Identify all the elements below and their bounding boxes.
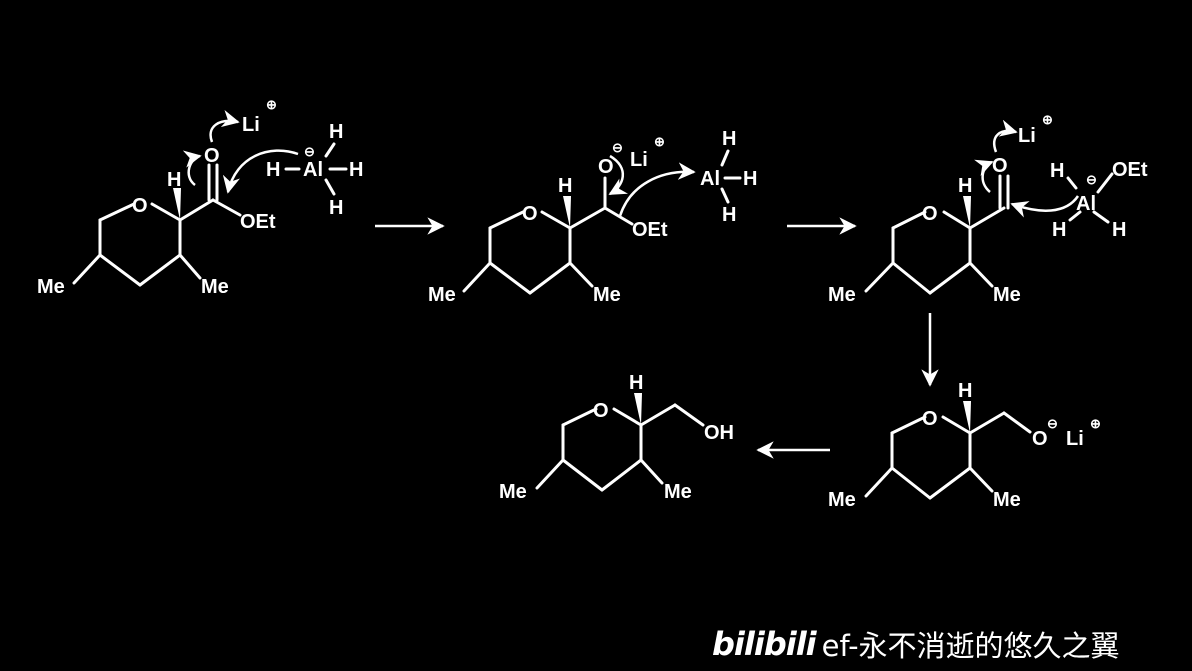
atom-O-alkoxide: O xyxy=(1032,428,1048,450)
al-bonds xyxy=(1066,172,1114,224)
atom-Al: Al xyxy=(303,159,323,181)
atom-Li: Li xyxy=(630,149,648,171)
ring-bonds xyxy=(535,403,705,492)
atom-O-alkoxide: O xyxy=(598,156,614,178)
group-Me-left: Me xyxy=(37,276,65,298)
bilibili-watermark: bilibili ef-永不消逝的悠久之翼 xyxy=(712,622,1120,666)
stereo-wedge xyxy=(563,196,571,228)
hydride-H-topleft: H xyxy=(1050,160,1064,182)
atom-O-ring: O xyxy=(132,195,148,217)
curly-arrow-to-Al xyxy=(618,162,696,217)
hydride-H-top: H xyxy=(329,121,343,143)
ring-bonds xyxy=(72,163,242,287)
hydride-H-bottomright: H xyxy=(1112,219,1126,241)
curly-arrow-CO-to-O xyxy=(182,150,202,186)
curly-arrow-hydride xyxy=(222,149,299,194)
atom-H: H xyxy=(629,372,643,394)
group-Me-right: Me xyxy=(993,489,1021,511)
plus-charge: ⊕ xyxy=(654,134,665,149)
stereo-wedge xyxy=(963,196,971,228)
curly-arrow-collapse xyxy=(608,154,629,196)
structure-1-ester: O O H OEt Me Me Li ⊕ Al ⊖ H H H H xyxy=(37,97,363,298)
curly-arrow-O-to-Li xyxy=(209,110,240,143)
atom-H: H xyxy=(167,169,181,191)
hydride-H-bottomleft: H xyxy=(1052,219,1066,241)
hydride-H-top: H xyxy=(722,128,736,150)
atom-O-ring: O xyxy=(922,408,938,430)
plus-charge: ⊕ xyxy=(266,97,277,112)
uploader-name: ef-永不消逝的悠久之翼 xyxy=(821,629,1120,663)
group-Me-right: Me xyxy=(201,276,229,298)
group-Me-left: Me xyxy=(499,481,527,503)
group-Me-right: Me xyxy=(593,284,621,306)
group-Me-right: Me xyxy=(664,481,692,503)
group-Me-left: Me xyxy=(428,284,456,306)
atom-O-ring: O xyxy=(922,203,938,225)
atom-H: H xyxy=(958,175,972,197)
atom-H: H xyxy=(958,380,972,402)
atom-O-carbonyl: O xyxy=(204,145,220,167)
stereo-wedge xyxy=(634,393,642,425)
atom-Al: Al xyxy=(700,168,720,190)
structure-2-tetrahedral: O O ⊖ Li ⊕ H OEt Me Me Al H H H xyxy=(428,128,757,306)
group-OEt: OEt xyxy=(240,211,276,233)
minus-charge: ⊖ xyxy=(612,140,623,155)
group-OEt-on-Al: OEt xyxy=(1112,159,1148,181)
hydride-H-right: H xyxy=(349,159,363,181)
group-Me-left: Me xyxy=(828,284,856,306)
hydride-H-bottom: H xyxy=(722,204,736,226)
group-OH: OH xyxy=(704,422,734,444)
curly-arrow-CO-to-O xyxy=(974,159,994,193)
curly-arrow-hydride xyxy=(1010,195,1080,218)
al-h-bonds xyxy=(720,149,742,204)
atom-Li: Li xyxy=(1018,125,1036,147)
minus-charge: ⊖ xyxy=(1086,172,1097,187)
structure-5-alcohol-product: O H OH Me Me xyxy=(499,372,734,503)
hydride-H-bottom: H xyxy=(329,197,343,219)
atom-O-carbonyl: O xyxy=(992,155,1008,177)
atom-H: H xyxy=(558,175,572,197)
atom-O-ring: O xyxy=(522,203,538,225)
stereo-wedge xyxy=(963,401,971,433)
plus-charge: ⊕ xyxy=(1090,416,1101,431)
atom-Al: Al xyxy=(1076,193,1096,215)
structure-3-aldehyde: O O Li ⊕ H Me Me Al ⊖ H H H OEt xyxy=(828,112,1148,306)
group-OEt: OEt xyxy=(632,219,668,241)
atom-Li: Li xyxy=(242,114,260,136)
group-Me-right: Me xyxy=(993,284,1021,306)
plus-charge: ⊕ xyxy=(1042,112,1053,127)
al-h-bonds xyxy=(284,142,348,196)
structure-4-alkoxide: O H O ⊖ Li ⊕ Me Me xyxy=(828,380,1101,511)
stereo-wedge xyxy=(173,188,181,220)
atom-Li: Li xyxy=(1066,428,1084,450)
ring-bonds xyxy=(864,174,1010,295)
bilibili-logo: bilibili xyxy=(712,625,817,663)
hydride-H-left: H xyxy=(266,159,280,181)
group-Me-left: Me xyxy=(828,489,856,511)
ring-bonds xyxy=(462,176,634,295)
hydride-H-right: H xyxy=(743,168,757,190)
atom-O-ring: O xyxy=(593,400,609,422)
ring-bonds xyxy=(864,411,1032,500)
minus-charge: ⊖ xyxy=(304,144,315,159)
curly-arrow-O-to-Li xyxy=(993,119,1018,153)
minus-charge: ⊖ xyxy=(1047,416,1058,431)
